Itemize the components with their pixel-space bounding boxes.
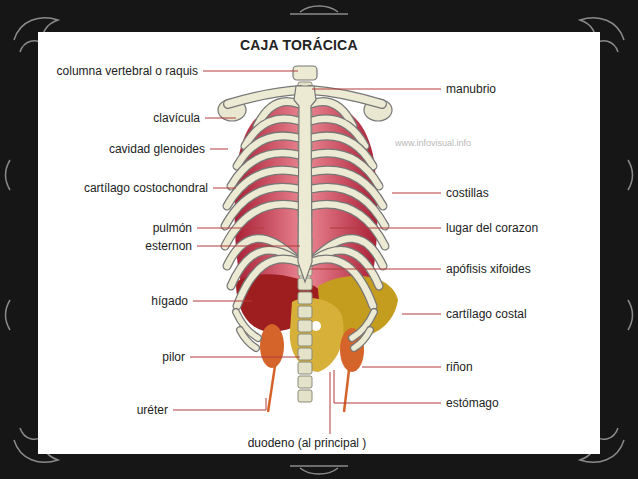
part-label: esternon [145, 239, 192, 254]
rib-outline [240, 330, 256, 348]
white-panel [38, 32, 600, 454]
part-label: hígado [151, 294, 188, 309]
vertebra [298, 320, 312, 332]
clavicle-outline [310, 90, 382, 104]
watermark: www.infovisual.info [395, 138, 471, 148]
title: CAJA TORÁCICA [240, 37, 358, 53]
rib [240, 330, 256, 348]
vertebra [298, 306, 312, 318]
rib [354, 330, 370, 348]
duodenum [290, 298, 344, 372]
part-label: manubrio [446, 82, 496, 97]
vertebra [298, 362, 312, 374]
vertebra [298, 390, 312, 402]
part-label: lugar del corazon [446, 221, 538, 236]
part-label: riñon [446, 360, 473, 375]
part-label: duodeno (al principal ) [248, 436, 367, 451]
part-label: cartílago costochondral [84, 181, 208, 196]
leader-lines [173, 71, 441, 434]
part-label: estómago [446, 396, 499, 411]
part-label: cartílago costal [446, 307, 527, 322]
rib [237, 259, 299, 306]
part-label: columna vertebral o raquis [57, 64, 198, 79]
clavicle [228, 90, 300, 104]
sternum [294, 86, 316, 282]
part-label: costillas [446, 186, 489, 201]
part-label: cavidad glenoides [109, 142, 205, 157]
clavicle [310, 90, 382, 104]
rib-outline [237, 259, 299, 306]
part-label: pilor [162, 350, 185, 365]
vertebra [293, 66, 317, 80]
part-label: uréter [137, 403, 168, 418]
rib-outline [354, 330, 370, 348]
background-ornament [6, 6, 633, 474]
vertebra [298, 348, 312, 360]
ureter [344, 370, 349, 412]
rib-outline [311, 259, 373, 306]
rib [311, 259, 373, 306]
part-label: pulmón [153, 221, 192, 236]
ureter [268, 366, 275, 412]
vertebra [298, 292, 312, 304]
part-label: clavícula [153, 111, 200, 126]
vertebra [298, 376, 312, 388]
vertebra [298, 334, 312, 346]
kidney [260, 324, 284, 368]
clavicle-outline [228, 90, 300, 104]
part-label: apófisis xifoides [446, 262, 531, 277]
